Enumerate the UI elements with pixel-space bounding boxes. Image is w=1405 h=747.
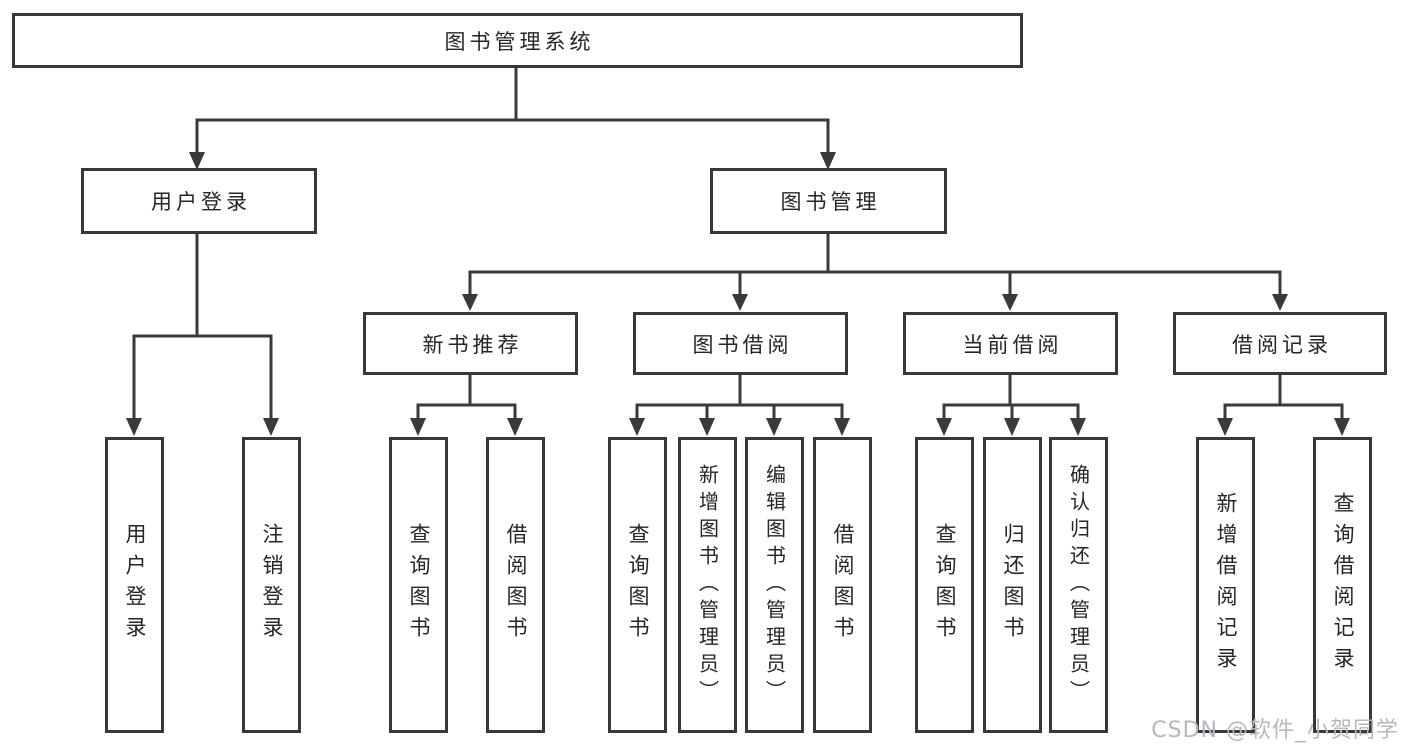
leaf-add-book-admin-label: 新增图书（管理员） [695, 463, 720, 707]
node-book-borrowing: 图书借阅 [633, 312, 848, 375]
connector-user-login-children [126, 232, 279, 436]
watermark: CSDN @软件_小贺同学 [1151, 718, 1399, 743]
arrowhead [1272, 294, 1288, 311]
leaf-confirm-return-admin: 确认归还（管理员） [1049, 437, 1108, 733]
arrowhead [629, 418, 645, 436]
connector-borrowing-records-children [1217, 373, 1350, 436]
connector-book-borrowing-children [629, 373, 850, 436]
node-user-login-label: 用户登录 [151, 190, 251, 214]
arrowhead [1004, 418, 1020, 436]
node-root: 图书管理系统 [12, 13, 1023, 68]
node-current-borrowing: 当前借阅 [903, 312, 1118, 375]
arrowhead [766, 418, 782, 436]
node-book-borrowing-label: 图书借阅 [692, 332, 793, 357]
leaf-query-books-1-label: 查询图书 [407, 523, 431, 647]
arrowhead [410, 418, 426, 436]
leaf-borrow-books-2: 借阅图书 [813, 437, 872, 733]
node-new-book-recommend: 新书推荐 [363, 312, 578, 375]
arrowhead [263, 418, 279, 436]
connector-new-book-children [410, 373, 523, 436]
arrowhead [507, 418, 523, 436]
leaf-add-book-admin: 新增图书（管理员） [678, 437, 737, 733]
arrowhead [1070, 418, 1086, 436]
leaf-add-borrow-record-label: 新增借阅记录 [1214, 492, 1238, 678]
arrowhead [462, 294, 478, 311]
arrowhead [1217, 418, 1233, 436]
arrowhead [1334, 418, 1350, 436]
leaf-edit-book-admin-label: 编辑图书（管理员） [762, 463, 787, 707]
arrowhead [820, 152, 836, 170]
leaf-query-books-3: 查询图书 [915, 437, 974, 733]
arrowhead [732, 294, 748, 311]
node-root-label: 图书管理系统 [444, 29, 595, 54]
leaf-return-books-label: 归还图书 [1001, 523, 1025, 647]
node-user-login: 用户登录 [81, 168, 317, 234]
arrowhead [189, 152, 205, 170]
leaf-query-books-2-label: 查询图书 [626, 523, 650, 647]
connector-root-to-level2 [189, 66, 836, 170]
leaf-user-login-label: 用户登录 [123, 523, 147, 647]
arrowhead [936, 418, 952, 436]
leaf-borrow-books-2-label: 借阅图书 [831, 523, 855, 647]
node-borrowing-records: 借阅记录 [1173, 312, 1387, 375]
arrowhead [834, 418, 850, 436]
leaf-query-books-3-label: 查询图书 [933, 523, 957, 647]
leaf-borrow-books-1-label: 借阅图书 [504, 523, 528, 647]
connector-current-borrowing-children [936, 373, 1086, 436]
leaf-query-borrow-record: 查询借阅记录 [1313, 437, 1372, 733]
leaf-user-login: 用户登录 [105, 437, 164, 733]
node-current-borrowing-label: 当前借阅 [962, 332, 1063, 357]
leaf-return-books: 归还图书 [983, 437, 1042, 733]
arrowhead [699, 418, 715, 436]
arrowhead [126, 418, 142, 436]
leaf-edit-book-admin: 编辑图书（管理员） [745, 437, 804, 733]
node-borrowing-records-label: 借阅记录 [1232, 332, 1332, 357]
leaf-logout: 注销登录 [242, 437, 301, 733]
node-book-management: 图书管理 [710, 168, 947, 234]
leaf-query-books-1: 查询图书 [389, 437, 448, 733]
leaf-query-books-2: 查询图书 [608, 437, 667, 733]
leaf-confirm-return-admin-label: 确认归还（管理员） [1066, 463, 1091, 707]
node-new-book-recommend-label: 新书推荐 [422, 332, 523, 357]
node-book-management-label: 图书管理 [780, 190, 881, 214]
connector-book-management-children [462, 232, 1288, 311]
leaf-borrow-books-1: 借阅图书 [486, 437, 545, 733]
arrowhead [1002, 294, 1018, 311]
leaf-logout-label: 注销登录 [260, 523, 284, 647]
leaf-query-borrow-record-label: 查询借阅记录 [1331, 492, 1355, 678]
leaf-add-borrow-record: 新增借阅记录 [1196, 437, 1255, 733]
